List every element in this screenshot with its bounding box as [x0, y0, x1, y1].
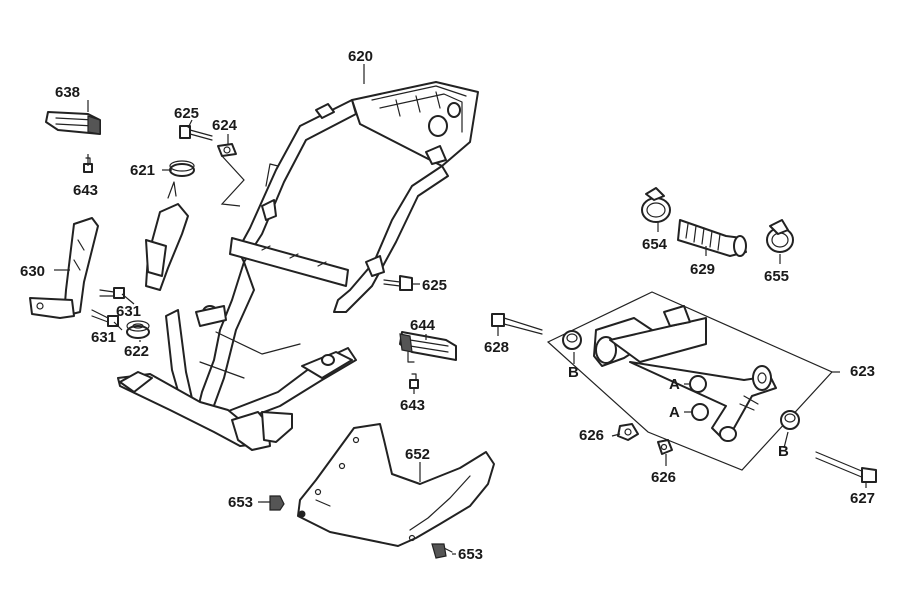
- label-627: 627: [850, 490, 875, 507]
- bracket-630-part: [29, 217, 99, 319]
- bushing-a1-part: [689, 375, 707, 393]
- bushing-b2-part: [780, 410, 800, 430]
- leader-bracket: [220, 155, 245, 207]
- label-626-left: 626: [579, 427, 604, 444]
- clamp-655-part: [766, 219, 794, 253]
- stand-bracket-part: [145, 181, 189, 291]
- under-cover-652-part: [297, 423, 495, 547]
- grommet-621-part: [169, 160, 195, 177]
- label-652: 652: [405, 446, 430, 463]
- label-655: 655: [764, 268, 789, 285]
- screw-643-part: [83, 157, 93, 173]
- bolt-627-part: [815, 451, 877, 483]
- label-letter-b-right: B: [778, 443, 789, 460]
- label-629: 629: [690, 261, 715, 278]
- label-letter-a-lower: A: [669, 404, 680, 421]
- label-653-left: 653: [228, 494, 253, 511]
- label-631-upper: 631: [116, 303, 141, 320]
- label-630: 630: [20, 263, 45, 280]
- part-labels: 620 638 625 624 621 643 630 631 631 622 …: [20, 48, 875, 563]
- label-628: 628: [484, 339, 509, 356]
- footrest-644-part: [399, 331, 457, 363]
- screw-643b-part: [409, 373, 419, 389]
- label-643-top: 643: [73, 182, 98, 199]
- bolt-628-part: [491, 313, 543, 335]
- label-622: 622: [124, 343, 149, 360]
- label-620: 620: [348, 48, 373, 65]
- label-644: 644: [410, 317, 436, 334]
- bolt-625-part: [179, 125, 213, 141]
- bolt-625b-part: [383, 275, 413, 291]
- label-623: 623: [850, 363, 875, 380]
- label-letter-b-left: B: [568, 364, 579, 381]
- label-643-mid: 643: [400, 397, 425, 414]
- label-626-lower: 626: [651, 469, 676, 486]
- label-638: 638: [55, 84, 80, 101]
- engine-hanger-623-part: [593, 305, 777, 442]
- bushing-622-part: [126, 320, 150, 339]
- label-624: 624: [212, 117, 238, 134]
- label-625-right: 625: [422, 277, 447, 294]
- label-letter-a-upper: A: [669, 376, 680, 393]
- label-621: 621: [130, 162, 155, 179]
- label-654: 654: [642, 236, 668, 253]
- label-625-top: 625: [174, 105, 199, 122]
- label-653-bottom: 653: [458, 546, 483, 563]
- bushing-a2-part: [691, 403, 709, 421]
- main-frame-part: [117, 81, 479, 451]
- label-631-lower: 631: [91, 329, 116, 346]
- bushing-b1-part: [562, 330, 582, 350]
- nut-626b-part: [657, 439, 673, 455]
- nut-624-part: [217, 143, 237, 157]
- screw-653a-part: [261, 495, 285, 511]
- hose-629-part: [677, 219, 747, 257]
- screw-653b-part: [431, 543, 453, 559]
- leader-lines: [54, 64, 867, 555]
- clamp-654-part: [641, 187, 671, 223]
- footrest-638-part: [45, 111, 101, 135]
- nut-626a-part: [617, 423, 639, 441]
